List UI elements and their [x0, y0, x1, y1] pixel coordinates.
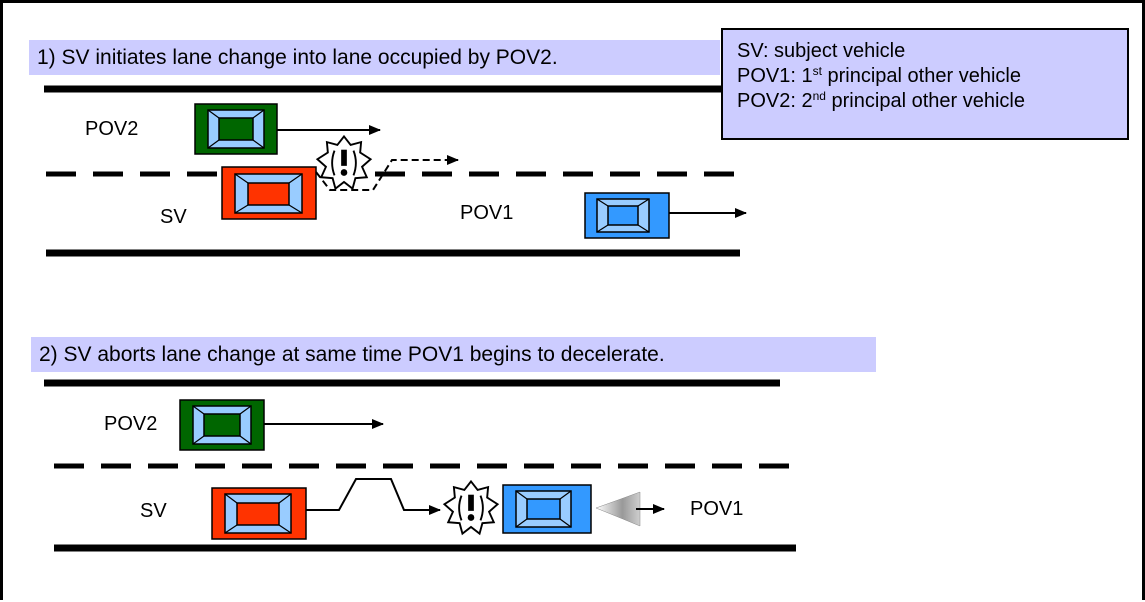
s2-sv-vehicle — [211, 487, 307, 540]
legend-pov1-sup: st — [812, 64, 822, 78]
scenario2-caption: 2) SV aborts lane change at same time PO… — [31, 337, 876, 372]
s1-sv-vehicle — [221, 166, 317, 220]
s2-exclamation-burst-icon — [443, 480, 499, 535]
legend-row-sv: SV: subject vehicle — [737, 40, 906, 62]
legend-row-pov2: POV2: 2nd principal other vehicle — [737, 89, 1127, 114]
legend-pov2-suffix: principal other vehicle — [825, 90, 1025, 112]
s1-pov1-label: POV1 — [460, 202, 514, 224]
legend-pov2-sup: nd — [812, 89, 826, 103]
s1-sv-label: SV — [160, 206, 187, 228]
s1-pov2-label: POV2 — [85, 118, 139, 140]
s1-pov2-vehicle — [194, 103, 278, 155]
s2-pov1-vehicle — [502, 484, 592, 534]
s2-pov1-label: POV1 — [690, 498, 744, 520]
legend-pov2-prefix: POV2: 2 — [737, 90, 813, 112]
legend-box: SV: subject vehicle POV1: 1st principal … — [721, 28, 1129, 140]
s1-pov1-vehicle — [584, 192, 670, 239]
legend-pov1-suffix: principal other vehicle — [821, 65, 1021, 87]
s1-sv-lane-change-path — [315, 155, 459, 191]
s2-sv-label: SV — [140, 500, 167, 522]
s2-pov1-deceleration-cone — [595, 491, 641, 527]
legend-pov1-prefix: POV1: 1 — [737, 65, 813, 87]
legend-row-pov1: POV1: 1st principal other vehicle — [737, 64, 1127, 89]
scenario1-caption: 1) SV initiates lane change into lane oc… — [29, 40, 720, 75]
s1-exclamation-burst-icon — [316, 135, 372, 190]
s2-sv-abort-path — [306, 478, 441, 515]
s2-pov2-vehicle — [179, 399, 265, 451]
s2-pov2-label: POV2 — [104, 413, 158, 435]
